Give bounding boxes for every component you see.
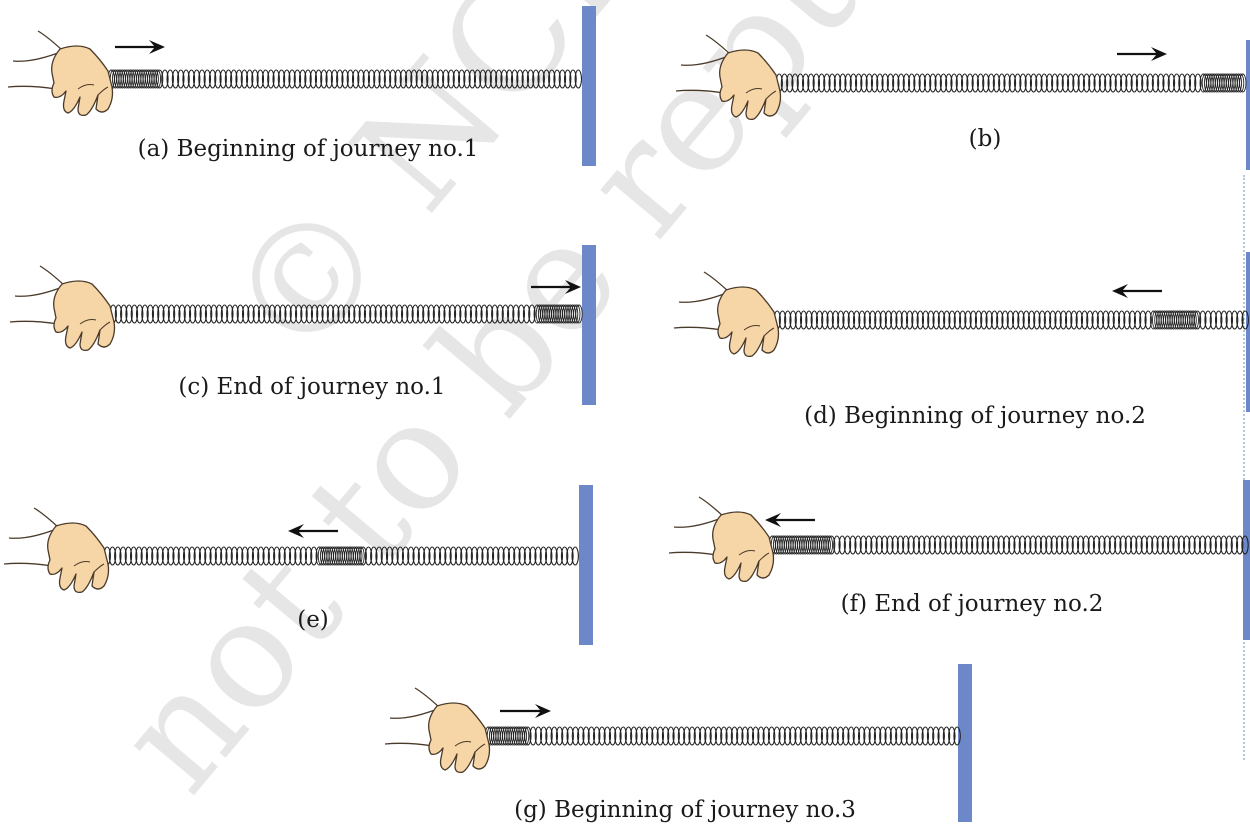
arrow-right-icon xyxy=(115,40,165,54)
arrow-left-icon xyxy=(765,513,815,527)
caption-c: (c) End of journey no.1 xyxy=(178,374,445,400)
arrow-left-icon xyxy=(1112,284,1162,298)
wall-f xyxy=(1243,480,1250,640)
caption-b: (b) xyxy=(969,126,1002,152)
arrow-right-icon xyxy=(531,280,581,294)
arrow-right-icon xyxy=(1117,47,1167,61)
panel-c xyxy=(9,245,596,405)
wall-e xyxy=(579,485,593,645)
caption-d: (d) Beginning of journey no.2 xyxy=(804,403,1146,429)
caption-g: (g) Beginning of journey no.3 xyxy=(514,797,856,823)
spring-c xyxy=(109,304,583,324)
panel-f xyxy=(668,480,1250,640)
panel-a xyxy=(7,6,596,166)
hand-icon xyxy=(668,496,775,583)
spring-a xyxy=(107,69,583,89)
hand-icon xyxy=(384,687,491,774)
spring-b xyxy=(775,73,1247,93)
panel-d xyxy=(673,252,1250,412)
wall-g xyxy=(958,664,972,822)
panel-g xyxy=(384,664,972,822)
spring-e xyxy=(103,546,579,566)
wall-c xyxy=(582,245,596,405)
wall-b xyxy=(1246,40,1250,170)
hand-icon xyxy=(673,271,780,358)
spring-d xyxy=(773,310,1249,330)
wall-a xyxy=(582,6,596,166)
hand-icon xyxy=(3,507,110,594)
hand-icon xyxy=(9,265,116,352)
caption-f: (f) End of journey no.2 xyxy=(841,591,1104,617)
hand-icon xyxy=(675,34,782,121)
spring-g xyxy=(484,726,961,746)
spring-f xyxy=(768,535,1249,555)
wall-d xyxy=(1246,252,1250,412)
arrow-left-icon xyxy=(288,524,338,538)
panel-e xyxy=(3,485,593,645)
hand-icon xyxy=(7,30,114,117)
margin-guide xyxy=(1243,175,1245,760)
caption-a: (a) Beginning of journey no.1 xyxy=(138,136,479,162)
caption-e: (e) xyxy=(297,607,329,633)
panel-b xyxy=(675,34,1250,170)
arrow-right-icon xyxy=(500,704,551,718)
